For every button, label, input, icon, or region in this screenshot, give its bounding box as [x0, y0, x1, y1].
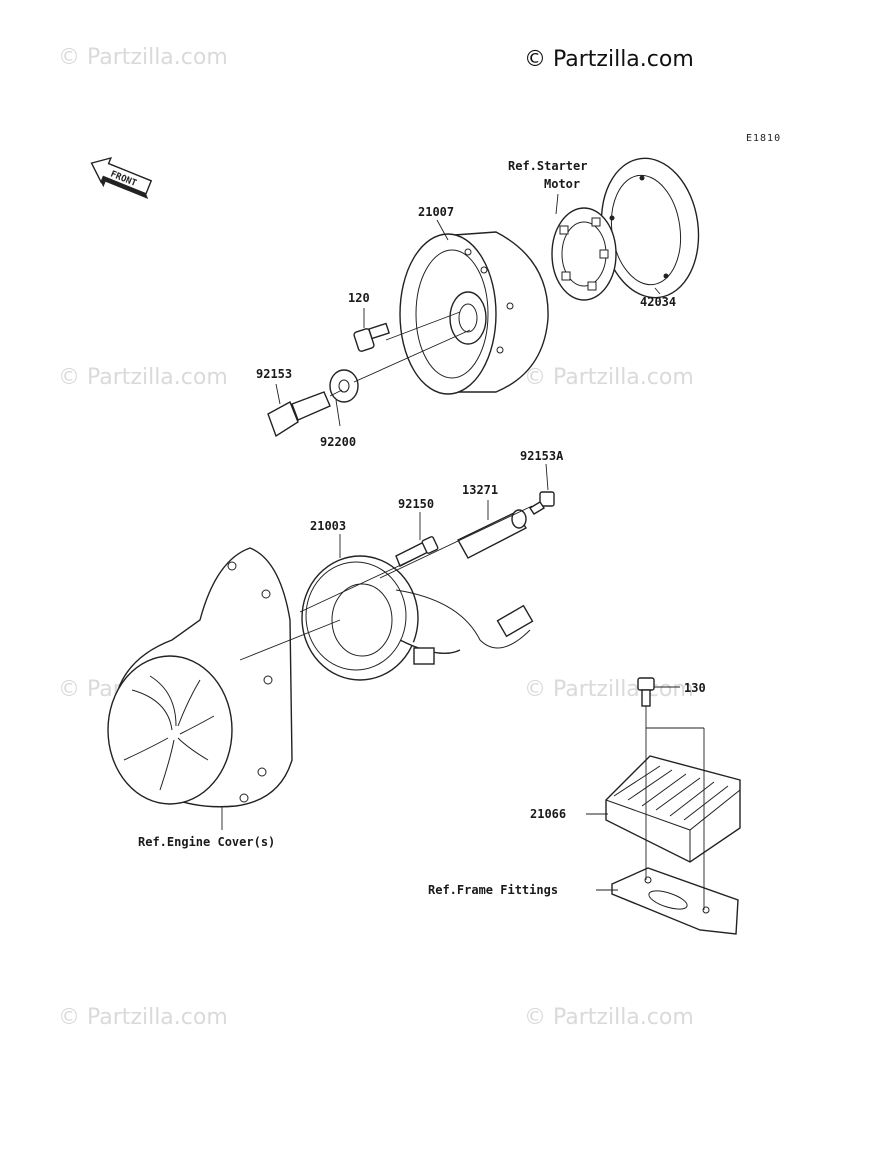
starter-clutch	[551, 207, 617, 301]
washer-92200	[329, 369, 359, 403]
watermark-mid-left: © Partzilla.com	[58, 365, 228, 390]
label-ref-frame-fittings: Ref.Frame Fittings	[428, 883, 558, 897]
engine-cover	[107, 547, 293, 808]
watermarks: © Partzilla.com © Partzilla.com © Partzi…	[58, 45, 694, 1030]
watermark-bottom-right: © Partzilla.com	[524, 1005, 694, 1030]
starter-cover-ring	[600, 157, 700, 299]
pickup-coil-13271	[457, 509, 527, 559]
label-ref-starter-line2: Motor	[544, 177, 580, 191]
label-21003: 21003	[310, 519, 346, 533]
flywheel-rotor	[399, 231, 549, 395]
bolt-92153A	[529, 491, 555, 515]
stator-coil	[301, 555, 534, 681]
label-ref-engine-cover: Ref.Engine Cover(s)	[138, 835, 275, 849]
label-13271: 13271	[462, 483, 498, 497]
watermark-top-left: © Partzilla.com	[58, 45, 228, 70]
watermark-mid-right: © Partzilla.com	[524, 365, 694, 390]
bolt-120	[353, 322, 390, 352]
label-92150: 92150	[398, 497, 434, 511]
label-120: 120	[348, 291, 370, 305]
watermark-low-right: © Partzilla.com	[524, 677, 694, 702]
label-92200: 92200	[320, 435, 356, 449]
watermark-bottom-left: © Partzilla.com	[58, 1005, 228, 1030]
regulator-rectifier	[605, 755, 741, 863]
label-92153: 92153	[256, 367, 292, 381]
label-21007: 21007	[418, 205, 454, 219]
label-42034: 42034	[640, 295, 676, 309]
label-130: 130	[684, 681, 706, 695]
diagram-code: E1810	[746, 133, 781, 144]
bolt-92153	[267, 391, 331, 438]
copyright-text: © Partzilla.com	[524, 47, 694, 72]
bolt-92150	[395, 536, 439, 567]
label-21066: 21066	[530, 807, 566, 821]
label-ref-starter-line1: Ref.Starter	[508, 159, 587, 173]
frame-fitting-bracket	[611, 867, 739, 935]
label-92153A: 92153A	[520, 449, 564, 463]
part-labels: 21007 Ref.Starter Motor 42034 120 92153 …	[138, 159, 706, 897]
front-arrow-icon: FRONT	[90, 156, 153, 199]
leader-lines	[221, 193, 705, 910]
